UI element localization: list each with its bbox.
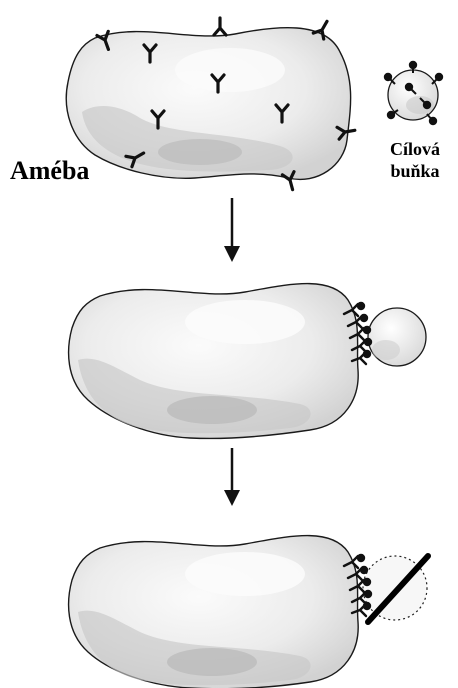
- target-cell-stage2: [368, 308, 426, 366]
- stage-1-ameba: [66, 18, 356, 191]
- arrow-down-icon: [224, 198, 240, 262]
- ameba-dark-spot-stage1: [158, 139, 242, 165]
- arrow-down-icon: [224, 448, 240, 506]
- target-cell-label: Cílová buňka: [374, 138, 456, 182]
- ameba-highlight-stage1: [175, 48, 285, 92]
- target-cell-label-line1: Cílová: [374, 138, 456, 160]
- ameba-label: Améba: [10, 156, 89, 186]
- target-cell-label-line2: buňka: [374, 160, 456, 182]
- target-cell-stage1: [385, 62, 442, 124]
- stage-3-ameba: [69, 536, 428, 688]
- stage-2-ameba: [69, 284, 426, 439]
- receptor-icon: [214, 18, 226, 35]
